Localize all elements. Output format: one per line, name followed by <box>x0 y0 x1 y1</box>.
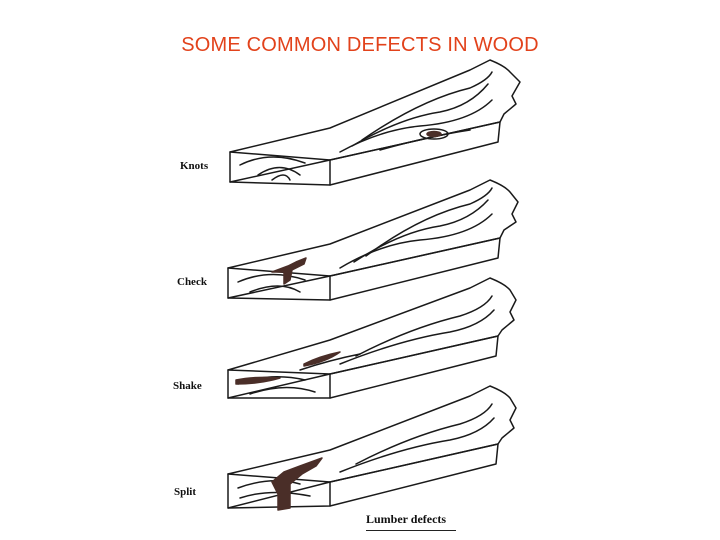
figure-caption: Lumber defects <box>366 512 447 526</box>
knot-mark <box>426 130 442 138</box>
page-title: SOME COMMON DEFECTS IN WOOD <box>181 34 539 56</box>
shake-mark-top <box>303 351 341 367</box>
label-check: Check <box>177 276 207 288</box>
caption-underline <box>366 530 456 531</box>
label-knots: Knots <box>180 160 209 172</box>
label-split: Split <box>174 486 197 498</box>
board-knots <box>229 59 521 186</box>
board-shake <box>227 277 517 399</box>
shake-mark-front <box>235 376 281 385</box>
label-shake: Shake <box>173 380 202 392</box>
board-split <box>227 385 517 511</box>
board-check <box>227 179 519 301</box>
split-mark <box>271 457 323 511</box>
check-mark <box>271 257 307 285</box>
